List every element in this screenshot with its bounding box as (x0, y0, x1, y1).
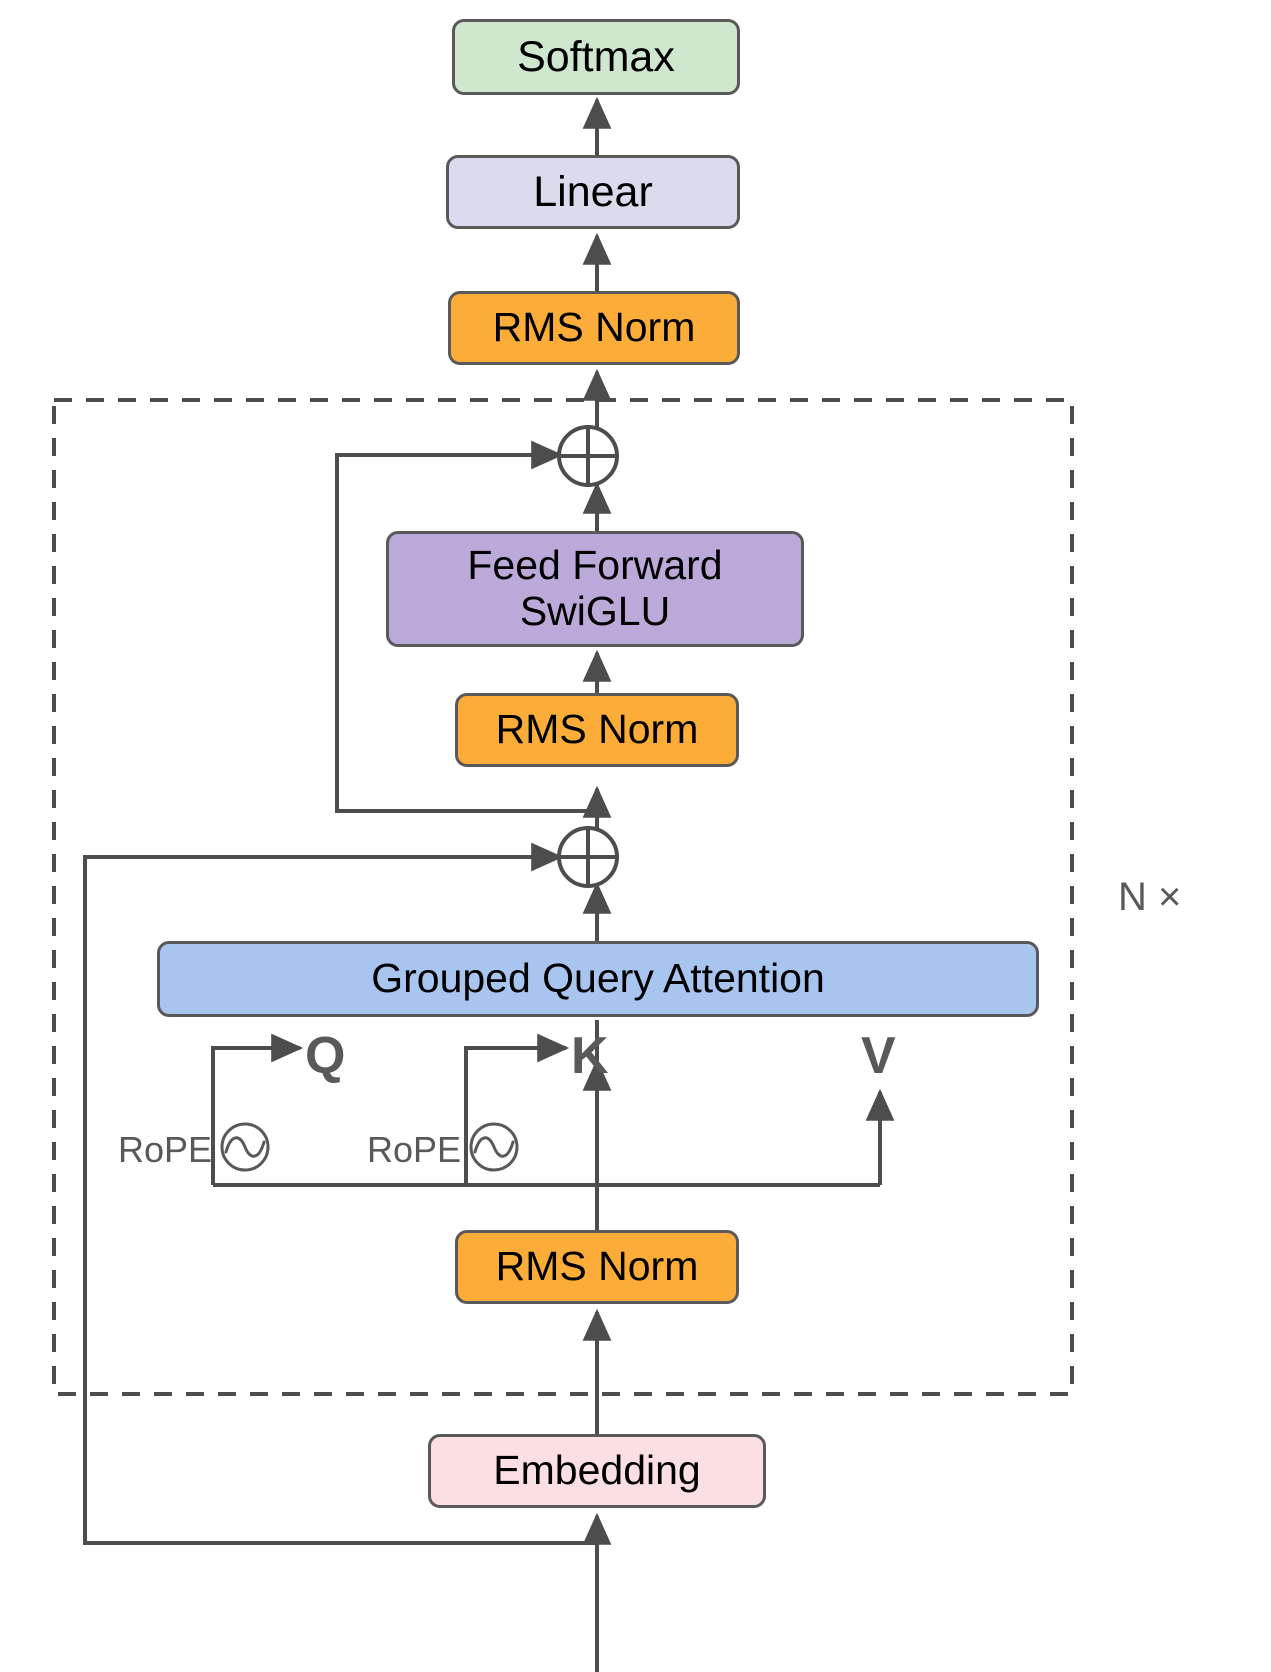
node-grouped-query-attention[interactable]: Grouped Query Attention (157, 941, 1039, 1017)
value-label: V (861, 1027, 896, 1085)
add-operator-ffn (557, 425, 619, 487)
node-rms-norm-attention[interactable]: RMS Norm (455, 1230, 739, 1304)
add-operator-attn (557, 826, 619, 888)
repeat-count-label: N × (1118, 875, 1182, 919)
node-feed-forward-swiglu[interactable]: Feed Forward SwiGLU (386, 531, 804, 647)
node-linear[interactable]: Linear (446, 155, 740, 229)
node-rms-norm-final[interactable]: RMS Norm (448, 291, 740, 365)
rope-key-group: RoPE (367, 1120, 521, 1179)
query-label: Q (305, 1027, 346, 1085)
node-rms-norm-ffn[interactable]: RMS Norm (455, 693, 739, 767)
key-label: K (571, 1027, 609, 1085)
node-softmax[interactable]: Softmax (452, 19, 740, 95)
rope-key-label: RoPE (367, 1128, 462, 1170)
rope-query-group: RoPE (118, 1120, 272, 1179)
rope-wave-icon (467, 1120, 521, 1179)
rope-wave-icon (218, 1120, 272, 1179)
rope-query-label: RoPE (118, 1128, 213, 1170)
node-embedding[interactable]: Embedding (428, 1434, 766, 1508)
